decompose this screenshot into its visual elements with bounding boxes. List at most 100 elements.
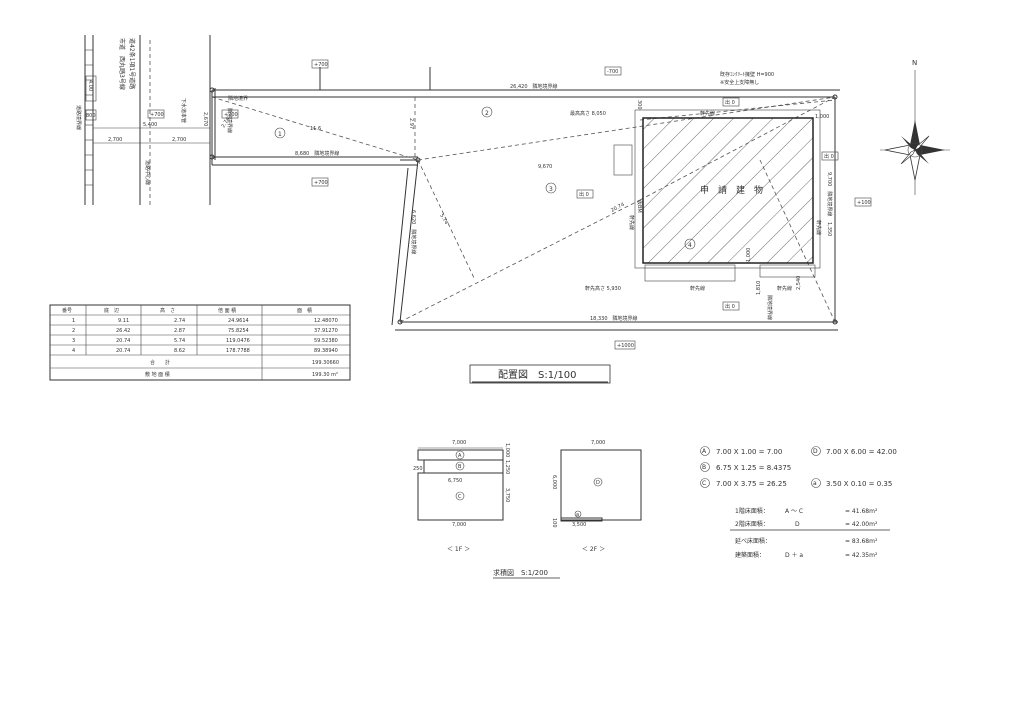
dimension-label: 2,540 <box>796 276 802 290</box>
road-area: 市道 西丸踏3号線 道42条1項1号道路 道路境界線 道路中心線 下水道本管 2… <box>75 35 211 205</box>
boundary-label: 9,700 隣地境界線 <box>826 172 833 216</box>
road-box-label: 4.00 <box>87 80 93 91</box>
area-table: 番号 底 辺 高 さ 倍 面 積 面 積 1 9.11 2.74 24.9614… <box>49 304 351 381</box>
road-box <box>85 75 97 102</box>
table-cell: 9.11 <box>118 318 129 324</box>
annotation: 出 0 <box>824 153 834 160</box>
road-name-label: 市道 西丸踏3号線 <box>118 38 126 90</box>
level-box: +700 <box>314 180 328 186</box>
annotation: 軒先線 <box>700 110 715 117</box>
road-side-label: 道路中心線 <box>144 160 151 185</box>
calc-expression: 6.75 X 1.25 = 8.4375 <box>716 464 791 472</box>
summary-label: 延べ床面積： <box>735 537 771 545</box>
site-area-value: 199.30 m² <box>312 372 338 378</box>
dimension-label: 9,670 <box>538 164 552 170</box>
road-name-label: 道42条1項1号道路 <box>128 38 136 89</box>
porch-box <box>644 264 736 282</box>
calc-mark: D <box>813 448 818 455</box>
summary-value: = 83.68m² <box>845 538 878 545</box>
table-cell: 12.48070 <box>314 318 338 324</box>
dimension-label: 1,810 <box>756 281 762 295</box>
dimension-label: 1,350 <box>826 222 832 236</box>
dimension-label: 20.74 <box>610 202 625 214</box>
table-cell: 24.9614 <box>228 318 249 324</box>
region-label: B <box>458 464 462 470</box>
calc-expression: 3.50 X 0.10 = 0.35 <box>826 480 892 488</box>
annotation: 軒先線 <box>628 215 635 230</box>
region-label: a <box>576 512 579 518</box>
site-plan-title: 配置図 S:1/100 <box>469 364 611 384</box>
road-width-label: 2,700 <box>108 137 122 143</box>
dimension-label: 300 <box>636 100 642 110</box>
total-value: 199.30660 <box>312 360 339 366</box>
annotation: 出 0 <box>725 303 735 310</box>
annotation: 仮BM <box>636 200 643 213</box>
calc-expression: 7.00 X 6.00 = 42.00 <box>826 448 897 456</box>
road-box <box>85 109 97 121</box>
annotation: 軒先線 <box>777 285 792 292</box>
dimension-label: 6,750 <box>448 478 462 484</box>
annotation: 軒先線 <box>815 220 822 235</box>
region-label: C <box>458 494 462 500</box>
triangle-number: 4 <box>688 242 692 249</box>
dimension-label: 250 <box>413 466 423 472</box>
level-box: +100 <box>857 200 871 206</box>
eave-line <box>634 109 821 269</box>
table-header: 番号 <box>62 307 72 314</box>
annotation: 隣地境界線 <box>226 108 233 133</box>
annotation: ※安全上支障無し <box>720 79 759 86</box>
table-row: 1 9.11 2.74 24.9614 12.48070 <box>72 318 338 324</box>
table-cell: 20.74 <box>116 348 130 354</box>
table-cell: 2.87 <box>174 328 185 334</box>
annotation: 出 0 <box>579 191 589 198</box>
summary-value: = 42.35m² <box>845 552 878 559</box>
table-row: 2 26.42 2.87 75.8254 37.91270 <box>72 328 338 334</box>
annotation: 隣地境界 <box>228 95 248 102</box>
triangle-number: 3 <box>549 186 553 193</box>
table-row: 4 20.74 8.62 178.7788 89.38940 <box>72 348 338 354</box>
boundary-label: 8,680 隣地境界線 <box>295 150 339 157</box>
dimension-label: 7,000 <box>452 440 466 446</box>
dimension-label: 1,250 <box>504 460 510 474</box>
site-area-label: 敷 地 面 積 <box>145 371 170 378</box>
table-header: 底 辺 <box>104 307 119 314</box>
boundary-labels: 26,420 隣地境界線 8,680 隣地境界線 18,330 隣地境界線 6,… <box>295 83 833 322</box>
table-cell: 119.0476 <box>226 338 250 344</box>
floor-label: ＜ 2F ＞ <box>582 546 605 553</box>
table-cell: 3 <box>72 338 75 344</box>
summary-label: 2階床面積： <box>735 520 769 528</box>
dimension-label: 7,000 <box>452 522 466 528</box>
table-header: 倍 面 積 <box>218 307 236 314</box>
dimension-label: 2.74 <box>221 116 232 129</box>
dimension-label: 100 <box>551 518 557 528</box>
dimension-label: 3,500 <box>572 522 586 528</box>
region-label: A <box>458 453 462 459</box>
site-plan-title-text: 配置図 S:1/100 <box>498 369 577 381</box>
level-box: +1000 <box>617 343 634 349</box>
dimension-label: 1,000 <box>815 114 829 120</box>
table-cell: 2.74 <box>174 318 185 324</box>
boundary-label: 26,420 隣地境界線 <box>510 83 558 90</box>
calc-expression: 7.00 X 1.00 = 7.00 <box>716 448 782 456</box>
table-cell: 4 <box>72 348 75 354</box>
level-box: +700 <box>150 112 164 118</box>
annotation: 軒先高さ 5,930 <box>585 285 621 292</box>
annotation: 軒先線 <box>690 285 705 292</box>
road-box-label: 800 <box>86 113 96 119</box>
north-arrow: N <box>880 59 950 195</box>
dimension-label: 2,670 <box>202 112 208 126</box>
entrance-box <box>613 144 633 176</box>
calc-mark: C <box>702 480 706 487</box>
dimension-label: 2.97 <box>408 118 414 129</box>
table-header: 高 さ <box>160 307 175 314</box>
first-floor-plan: 7,000 6,750 7,000 250 1,000 1,250 3,750 … <box>413 440 510 553</box>
summary-value: = 41.68m² <box>845 508 878 515</box>
dimension-label: 11.6 <box>310 126 321 132</box>
calc-mark: a <box>813 480 817 487</box>
summary-expr: D <box>795 521 800 528</box>
annotation: 最高高さ 8,050 <box>570 110 606 117</box>
table-cell: 26.42 <box>116 328 130 334</box>
table-cell: 178.7788 <box>226 348 250 354</box>
